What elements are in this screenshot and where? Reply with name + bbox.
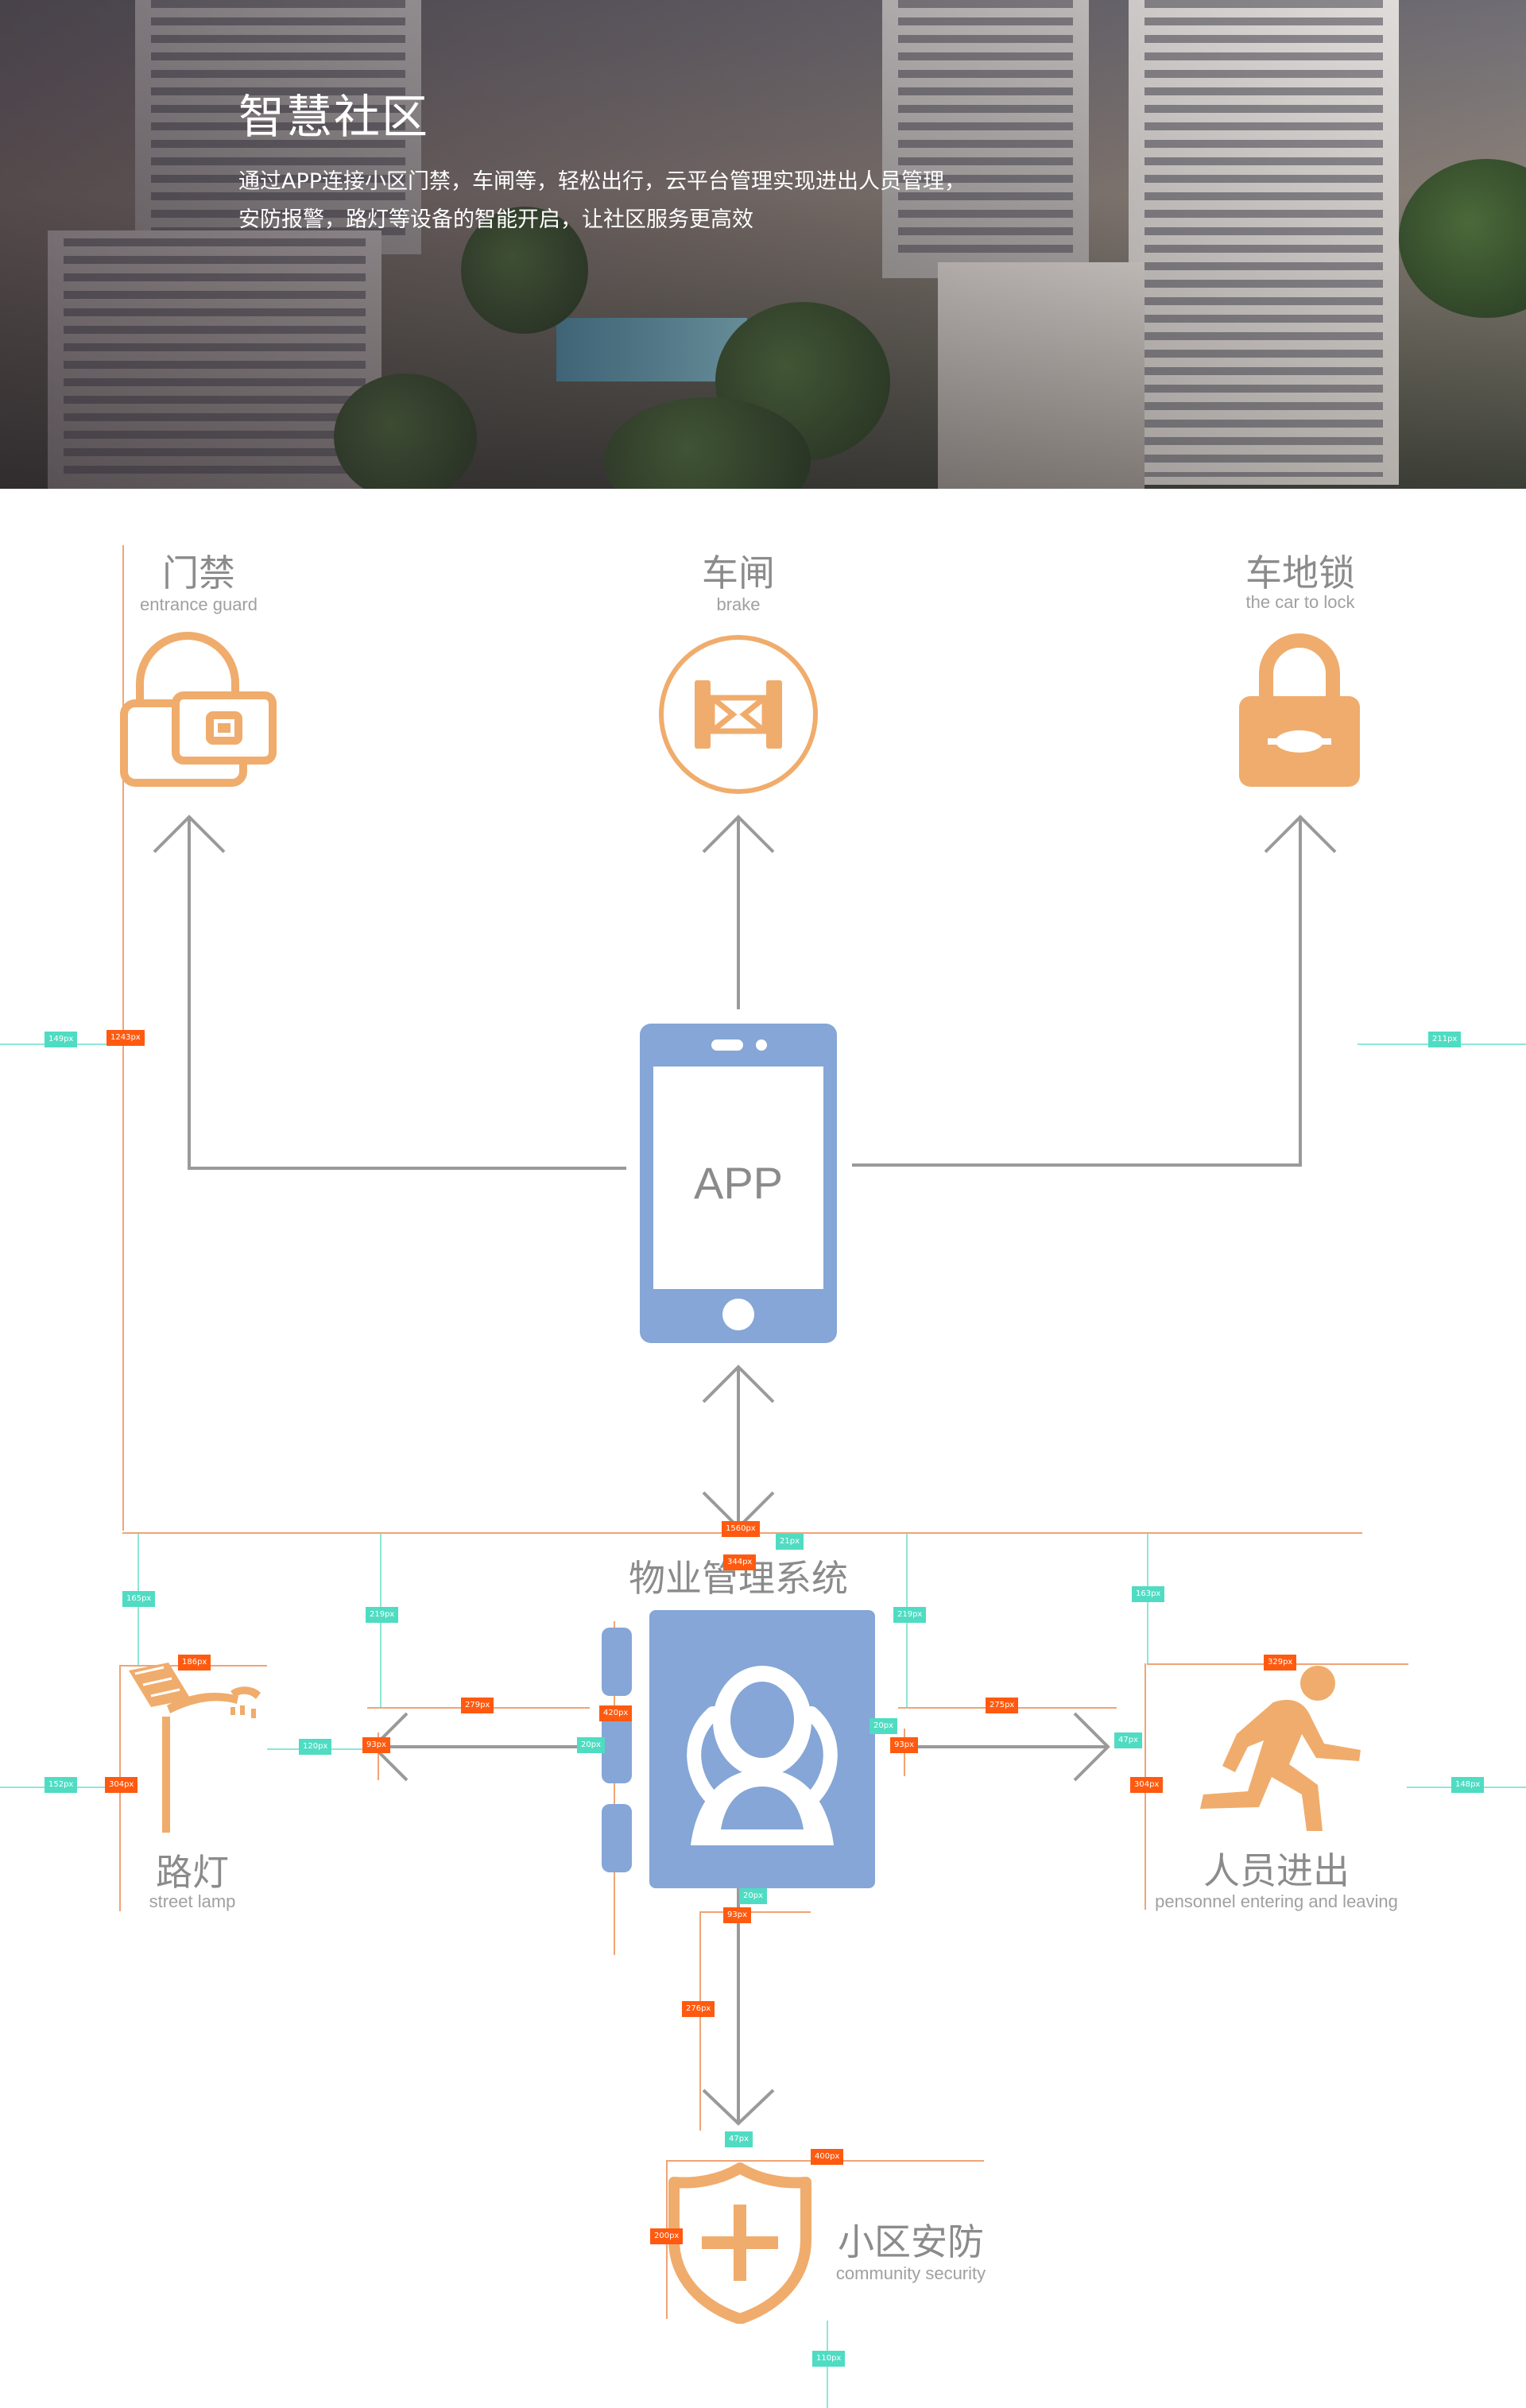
measure-tag: 219px	[366, 1607, 399, 1623]
hero-title: 智慧社区	[238, 90, 430, 144]
measure-tag: 93px	[890, 1737, 918, 1753]
carlock-title: 车地锁	[1245, 552, 1355, 594]
gate-barrier-icon	[659, 635, 818, 794]
hero-description: 通过APP连接小区门禁，车闸等，轻松出行，云平台管理实现进出人员管理， 安防报警…	[238, 163, 966, 239]
brake-title: 车闸	[702, 552, 775, 594]
measure-tag: 165px	[122, 1591, 156, 1607]
measure-tag: 110px	[812, 2351, 846, 2367]
measure-tag: 20px	[870, 1718, 897, 1734]
measure-tag: 344px	[723, 1554, 757, 1570]
measure-tag: 1560px	[722, 1521, 760, 1537]
measure-tag: 420px	[599, 1705, 633, 1721]
measure-tag: 93px	[723, 1907, 751, 1923]
measure-tag: 219px	[893, 1607, 927, 1623]
measure-tag: 148px	[1451, 1777, 1485, 1793]
users-icon	[687, 1666, 838, 1845]
unlock-card-icon	[120, 632, 277, 787]
measure-tag: 329px	[1264, 1655, 1297, 1671]
security-title: 小区安防	[838, 2220, 984, 2263]
guide-line	[699, 1911, 811, 1913]
hero-desc-line-2: 安防报警，路灯等设备的智能开启，让社区服务更高效	[238, 207, 753, 232]
measure-tag: 149px	[45, 1032, 78, 1047]
measure-tag: 275px	[986, 1698, 1019, 1713]
measure-tag: 20px	[739, 1888, 767, 1904]
measure-tag: 304px	[105, 1777, 138, 1793]
security-subtitle: community security	[835, 2263, 986, 2283]
app-label: APP	[693, 1158, 784, 1208]
padlock-icon	[1239, 633, 1360, 787]
side-tab	[602, 1804, 632, 1872]
property-system-panel	[649, 1610, 875, 1888]
people-title: 人员进出	[1203, 1849, 1350, 1892]
measure-tag: 21px	[776, 1534, 804, 1550]
solar-street-lamp-icon	[129, 1663, 261, 1833]
measure-tag: 20px	[577, 1737, 605, 1753]
measure-tag: 93px	[362, 1737, 390, 1753]
measure-tag: 279px	[461, 1698, 494, 1713]
lamp-subtitle: street lamp	[149, 1891, 236, 1911]
measure-tag: 1243px	[107, 1030, 145, 1046]
measure-tag: 211px	[1428, 1032, 1462, 1047]
brake-subtitle: brake	[716, 594, 761, 614]
guide-line	[378, 1732, 379, 1780]
measure-tag: 200px	[650, 2228, 684, 2244]
hero-desc-line-1: 通过APP连接小区门禁，车闸等，轻松出行，云平台管理实现进出人员管理，	[238, 169, 966, 194]
lamp-title: 路灯	[156, 1851, 229, 1894]
guard-title: 门禁	[162, 552, 235, 594]
measure-tag: 400px	[811, 2149, 844, 2165]
guard-subtitle: entrance guard	[140, 594, 258, 614]
measure-tag: 47px	[1114, 1732, 1142, 1748]
measure-tag: 304px	[1130, 1777, 1164, 1793]
shield-plus-icon	[668, 2162, 811, 2324]
measure-tag: 186px	[178, 1655, 211, 1671]
connector-arrows	[153, 815, 1337, 2126]
guide-line	[614, 1621, 615, 1955]
measure-tag: 120px	[299, 1739, 332, 1755]
side-tab	[602, 1628, 632, 1696]
measure-tag: 163px	[1132, 1586, 1165, 1602]
measure-tag: 152px	[45, 1777, 78, 1793]
smartphone-icon: APP	[640, 1024, 837, 1343]
running-person-icon	[1200, 1666, 1361, 1831]
hero-banner: 智慧社区 通过APP连接小区门禁，车闸等，轻松出行，云平台管理实现进出人员管理，…	[0, 0, 1526, 489]
measure-tag: 47px	[725, 2131, 753, 2147]
carlock-subtitle: the car to lock	[1245, 592, 1355, 612]
people-subtitle: pensonnel entering and leaving	[1155, 1891, 1398, 1911]
guide-line	[699, 1911, 701, 2131]
measure-tag: 276px	[682, 2001, 715, 2017]
